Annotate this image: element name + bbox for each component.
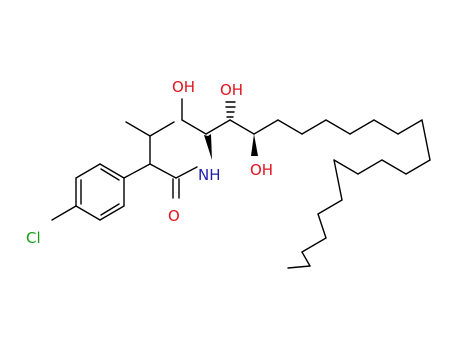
chlorine-label: Cl (26, 229, 41, 247)
primary-oh-label: OH (172, 78, 195, 96)
hashed-bond-c3 (225, 101, 236, 118)
chlorophenyl-ring (51, 163, 125, 221)
backbone (181, 98, 431, 269)
acyl-chain (123, 121, 198, 199)
c4-oh-label: OH (250, 161, 273, 179)
carbonyl-oxygen-label: O (168, 207, 180, 225)
amide-nh-label: NH (198, 166, 221, 184)
c3-oh-label: OH (220, 81, 243, 99)
wedge-bond-c2 (204, 134, 212, 160)
wedge-bond-c4 (251, 134, 258, 156)
